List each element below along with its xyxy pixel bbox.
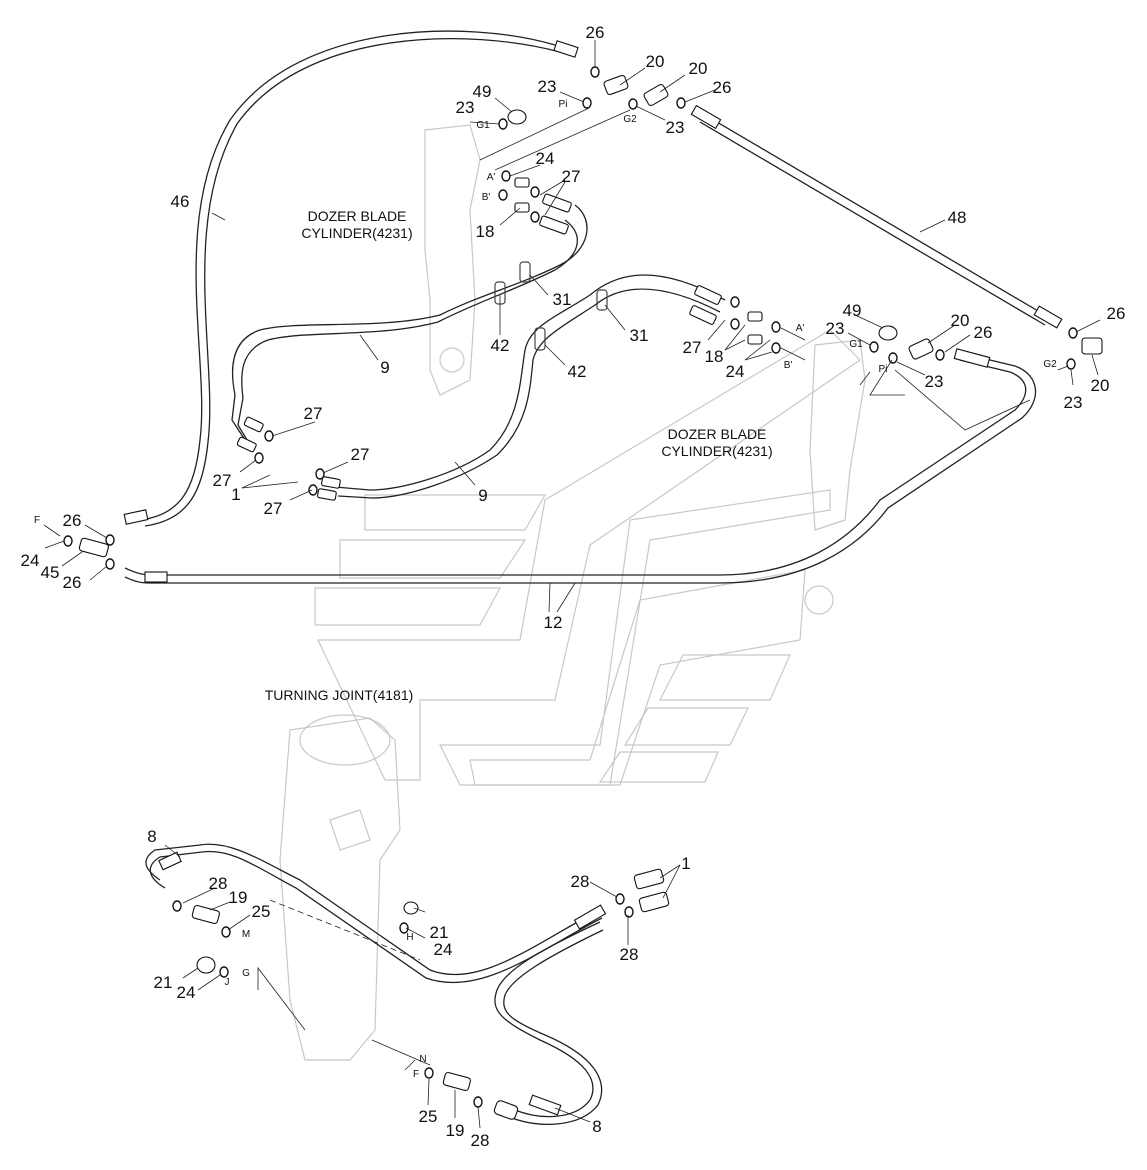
port-label: Pi	[559, 99, 568, 110]
title-dozer-left-line1: DOZER BLADE	[308, 208, 407, 224]
callout-label: 19	[446, 1121, 465, 1140]
port-label: N	[419, 1054, 426, 1065]
callout-label: 23	[538, 77, 557, 96]
callout-label: 20	[951, 311, 970, 330]
callout-label: 46	[171, 192, 190, 211]
callout-label: 28	[571, 872, 590, 891]
callout-label: 27	[351, 445, 370, 464]
port-label: A'	[487, 172, 496, 183]
callout-label: 18	[705, 347, 724, 366]
port-label: M	[242, 929, 250, 940]
callout-label: 49	[473, 82, 492, 101]
callout-label: 27	[264, 499, 283, 518]
callout-label: 21	[430, 923, 449, 942]
hose-clamps	[494, 261, 608, 351]
port-labels: Pi G1 G2 A' B' G1 Pi A' B' G2 F M H J G …	[34, 99, 1057, 1080]
ghost-background	[279, 124, 866, 1061]
callout-label: 25	[419, 1107, 438, 1126]
port-label: B'	[482, 192, 491, 203]
callout-label: 9	[478, 486, 487, 505]
callout-label: 23	[1064, 393, 1083, 412]
port-label: B'	[784, 360, 793, 371]
title-turning-joint: TURNING JOINT(4181)	[265, 687, 414, 703]
callout-label: 24	[21, 551, 40, 570]
fittings	[78, 74, 1103, 1120]
hose-9-upper	[231, 204, 726, 499]
title-dozer-right-line1: DOZER BLADE	[668, 426, 767, 442]
title-dozer-left: DOZER BLADE CYLINDER(4231)	[301, 208, 412, 241]
callout-label: 23	[666, 118, 685, 137]
title-dozer-right: DOZER BLADE CYLINDER(4231)	[661, 426, 772, 459]
callout-label: 24	[177, 983, 196, 1002]
port-label: G2	[1043, 359, 1057, 370]
callout-label: 26	[63, 511, 82, 530]
port-label: A'	[796, 323, 805, 334]
callout-label: 42	[491, 336, 510, 355]
callout-label: 9	[380, 358, 389, 377]
callout-label: 26	[974, 323, 993, 342]
callout-label: 26	[713, 78, 732, 97]
callout-label: 20	[646, 52, 665, 71]
callout-label: 31	[553, 290, 572, 309]
port-label: G1	[476, 120, 490, 131]
callout-label: 23	[826, 319, 845, 338]
callout-label: 26	[63, 573, 82, 592]
callout-label: 27	[213, 471, 232, 490]
port-label: J	[225, 977, 230, 988]
port-label: G2	[623, 114, 637, 125]
title-dozer-right-line2: CYLINDER(4231)	[661, 443, 772, 459]
port-label: Pi	[879, 364, 888, 375]
callout-label: 23	[456, 98, 475, 117]
callout-label: 48	[948, 208, 967, 227]
port-label: F	[34, 515, 40, 526]
port-label: F	[413, 1069, 419, 1080]
port-label: H	[406, 932, 413, 943]
callout-label: 20	[689, 59, 708, 78]
callout-label: 12	[544, 613, 563, 632]
callout-label: 25	[252, 902, 271, 921]
callout-label: 28	[620, 945, 639, 964]
callout-label: 21	[154, 973, 173, 992]
hose-12	[124, 348, 1037, 584]
hose-8	[145, 843, 607, 1126]
callout-label: 24	[536, 149, 555, 168]
callout-label: 31	[630, 326, 649, 345]
callout-label: 8	[147, 827, 156, 846]
port-label: G1	[849, 339, 863, 350]
leader-lines	[43, 40, 1101, 1129]
callout-label: 49	[843, 301, 862, 320]
port-label: G	[242, 968, 250, 979]
callout-label: 45	[41, 563, 60, 582]
callout-label: 8	[592, 1117, 601, 1136]
callout-label: 42	[568, 362, 587, 381]
callout-label: 28	[209, 874, 228, 893]
callouts: 26 20 20 26 49 23 23 23 46 24 27 18 48 3…	[21, 23, 1126, 1150]
callout-label: 27	[304, 404, 323, 423]
title-dozer-left-line2: CYLINDER(4231)	[301, 225, 412, 241]
hose-46	[123, 30, 579, 527]
callout-label: 1	[681, 854, 690, 873]
callout-label: 18	[476, 222, 495, 241]
callout-label: 27	[562, 167, 581, 186]
callout-label: 20	[1091, 376, 1110, 395]
callout-label: 28	[471, 1131, 490, 1150]
o-rings	[63, 66, 1078, 1108]
callout-label: 1	[231, 485, 240, 504]
callout-label: 24	[434, 940, 453, 959]
hose-48	[690, 104, 1063, 329]
callout-label: 23	[925, 372, 944, 391]
callout-label: 27	[683, 338, 702, 357]
callout-label: 24	[726, 362, 745, 381]
callout-label: 26	[1107, 304, 1126, 323]
callout-label: 26	[586, 23, 605, 42]
callout-label: 19	[229, 888, 248, 907]
